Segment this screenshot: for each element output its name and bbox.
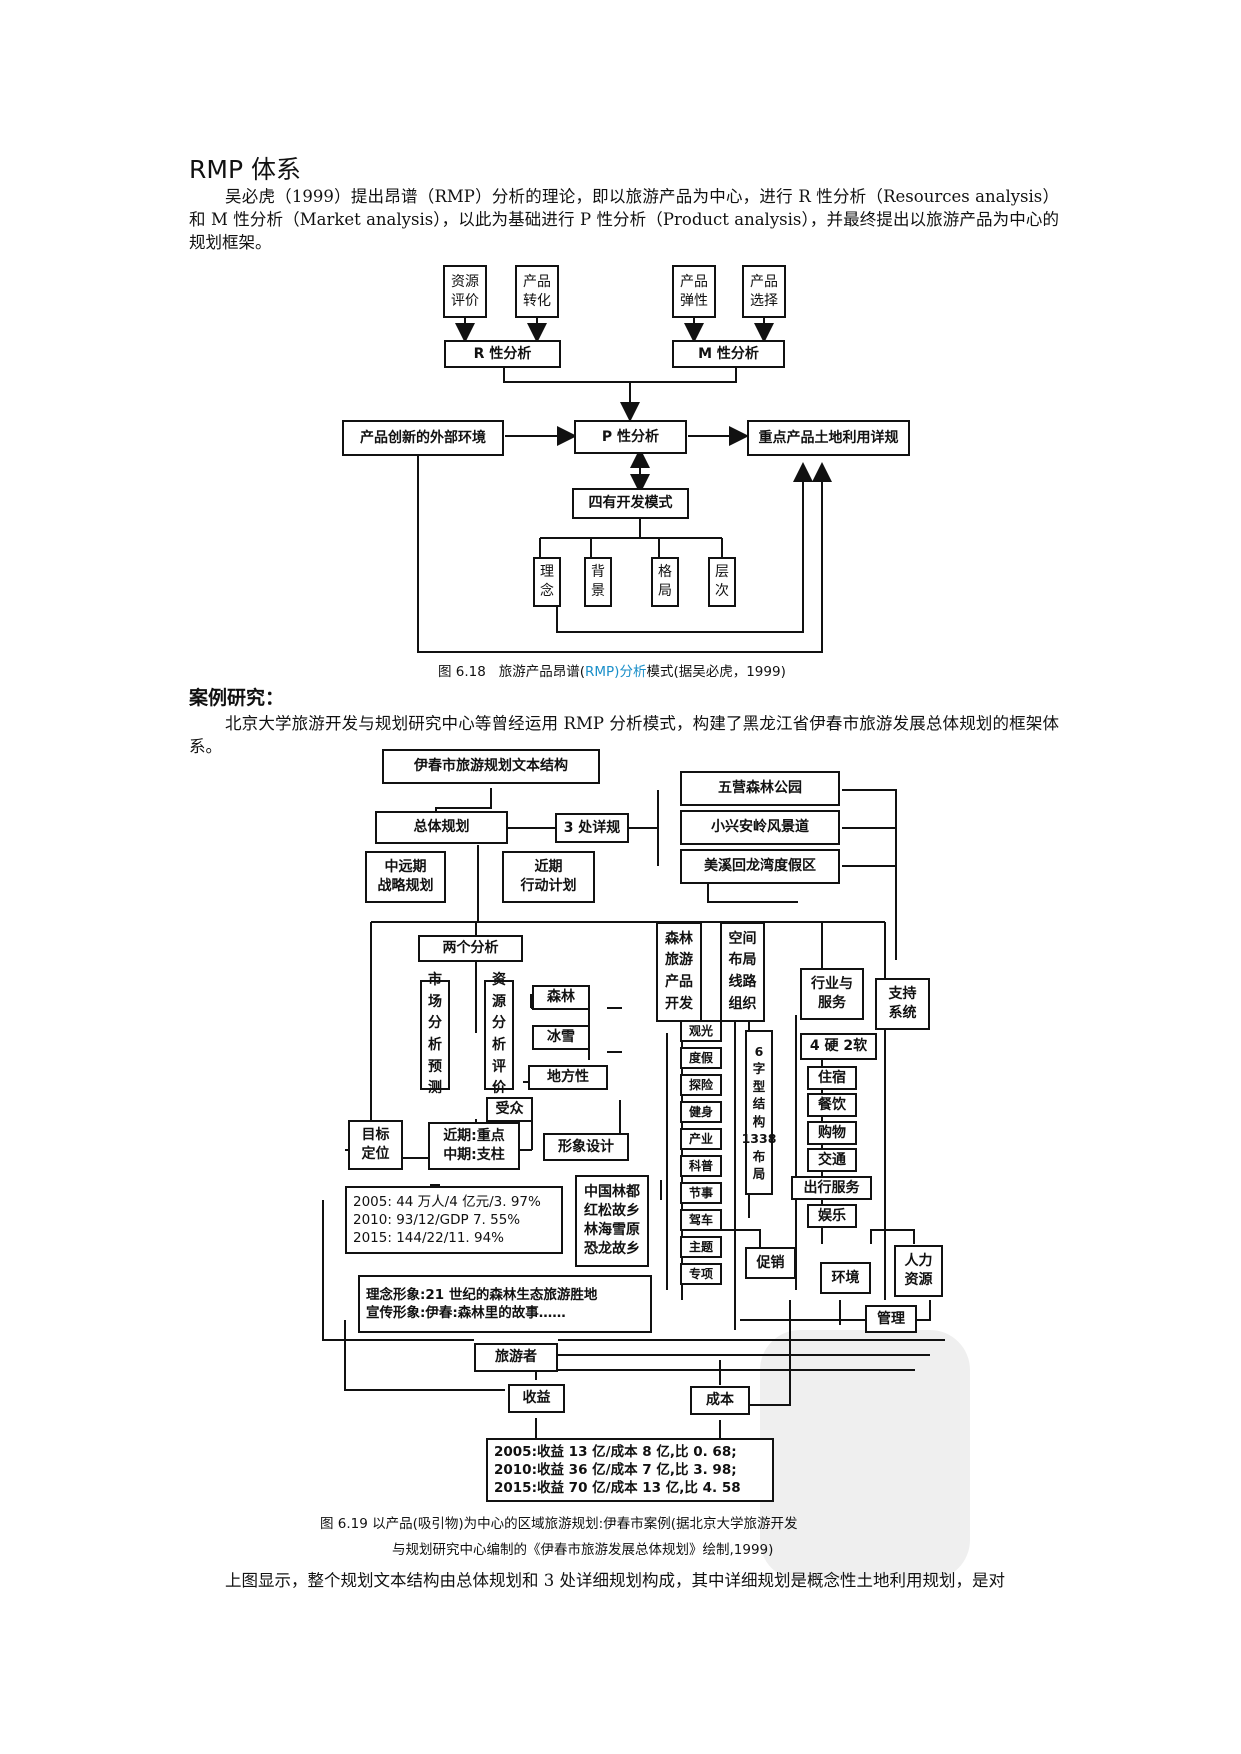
tourist-box: 旅游者 bbox=[474, 1343, 558, 1372]
overall-plan-box: 总体规划 bbox=[375, 811, 508, 844]
key-land-use-box: 重点产品土地利用详规 bbox=[747, 420, 910, 456]
product-item: 观光 bbox=[680, 1020, 722, 1042]
case-heading: 案例研究： bbox=[189, 687, 285, 709]
slogans-box: 中国林都 红松故乡 林海雪原 恐龙故乡 bbox=[575, 1175, 649, 1267]
product-item: 探险 bbox=[680, 1074, 722, 1096]
hard-soft-box: 4 硬 2软 bbox=[800, 1033, 877, 1060]
product-item: 主题 bbox=[680, 1236, 722, 1258]
local-box: 地方性 bbox=[528, 1065, 608, 1090]
meixi-box: 美溪回龙湾度假区 bbox=[680, 849, 840, 884]
target-box: 目标 定位 bbox=[348, 1120, 403, 1170]
product-item: 度假 bbox=[680, 1047, 722, 1069]
idea-box: 理 念 bbox=[533, 557, 561, 607]
detail3-box: 3 处详规 bbox=[555, 813, 629, 843]
root-box: 伊春市旅游规划文本结构 bbox=[382, 749, 600, 784]
res-eval-box: 资源 评价 bbox=[443, 265, 487, 318]
product-item: 专项 bbox=[680, 1263, 722, 1285]
result-box: 2005:收益 13 亿/成本 8 亿,比 0. 68; 2010:收益 36 … bbox=[486, 1438, 774, 1502]
intro-paragraph: 吴必虎（1999）提出昂谱（RMP）分析的理论，即以旅游产品为中心，进行 R 性… bbox=[189, 187, 1059, 252]
near-mid-box: 近期:重点 中期:支柱 bbox=[428, 1122, 520, 1170]
near-term-box: 近期 行动计划 bbox=[502, 851, 595, 903]
human-resource-box: 人力 资源 bbox=[894, 1245, 943, 1297]
service-item: 出行服务 bbox=[791, 1176, 872, 1200]
resource-analysis-box: 资 源 分 析 评 价 bbox=[484, 972, 514, 1096]
product-item: 节事 bbox=[680, 1182, 722, 1204]
cost-box: 成本 bbox=[690, 1386, 750, 1415]
service-item: 购物 bbox=[807, 1121, 857, 1145]
level-box: 层 次 bbox=[708, 557, 736, 607]
background-box: 背 景 bbox=[584, 557, 612, 607]
four-modes-box: 四有开发模式 bbox=[572, 488, 689, 519]
product-item: 健身 bbox=[680, 1101, 722, 1123]
pattern-box: 格 局 bbox=[651, 557, 679, 607]
management-box: 管理 bbox=[865, 1305, 917, 1333]
service-item: 住宿 bbox=[807, 1066, 857, 1090]
figure2-caption-line2: 与规划研究中心编制的《伊春市旅游发展总体规划》绘制,1999) bbox=[392, 1542, 774, 1558]
external-env-box: 产品创新的外部环境 bbox=[342, 420, 504, 456]
caption-highlight: RMP)分析 bbox=[585, 664, 647, 680]
ice-box: 冰雪 bbox=[532, 1025, 590, 1050]
market-analysis-box: 市 场 分 析 预 测 bbox=[420, 972, 450, 1096]
prod-elastic-box: 产品 弹性 bbox=[672, 265, 716, 318]
m-analysis-box: M 性分析 bbox=[672, 340, 785, 368]
p-analysis-box: P 性分析 bbox=[574, 420, 687, 454]
r-analysis-box: R 性分析 bbox=[444, 340, 561, 368]
watermark-stamp bbox=[760, 1330, 970, 1580]
support-system-box: 支持 系统 bbox=[875, 978, 930, 1030]
forest-box: 森林 bbox=[532, 985, 590, 1010]
forest-product-box: 森林 旅游 产品 开发 bbox=[656, 922, 702, 1022]
concept-box: 理念形象:21 世纪的森林生态旅游胜地 宣传形象:伊春:森林里的故事…… bbox=[358, 1275, 652, 1333]
promotion-box: 促销 bbox=[745, 1247, 796, 1279]
prod-select-box: 产品 选择 bbox=[742, 265, 786, 318]
image-design-box: 形象设计 bbox=[543, 1133, 629, 1161]
long-term-box: 中远期 战略规划 bbox=[365, 851, 446, 903]
product-item: 驾车 bbox=[680, 1209, 722, 1231]
bottom-paragraph: 上图显示，整个规划文本结构由总体规划和 3 处详细规划构成，其中详细规划是概念性… bbox=[225, 1571, 1005, 1590]
audience-box: 受众 bbox=[486, 1097, 533, 1122]
industry-service-box: 行业与 服务 bbox=[800, 968, 864, 1020]
six-shape-box: 6 字 型 结 构 1338 布 局 bbox=[742, 1030, 776, 1195]
case-paragraph: 北京大学旅游开发与规划研究中心等曾经运用 RMP 分析模式，构建了黑龙江省伊春市… bbox=[189, 714, 1059, 756]
environment-box: 环境 bbox=[820, 1262, 871, 1294]
service-item: 娱乐 bbox=[807, 1204, 857, 1228]
product-item: 科普 bbox=[680, 1155, 722, 1177]
stats-box: 2005: 44 万人/4 亿元/3. 97% 2010: 93/12/GDP … bbox=[345, 1186, 563, 1254]
xiaoxing-box: 小兴安岭风景道 bbox=[680, 810, 840, 845]
two-analysis-box: 两个分析 bbox=[418, 935, 523, 962]
income-box: 收益 bbox=[508, 1384, 565, 1413]
figure2-caption-line1: 图 6.19 以产品(吸引物)为中心的区域旅游规划:伊春市案例(据北京大学旅游开… bbox=[320, 1516, 798, 1532]
prod-trans-box: 产品 转化 bbox=[515, 265, 559, 318]
service-item: 餐饮 bbox=[807, 1093, 857, 1117]
service-item: 交通 bbox=[807, 1148, 857, 1172]
product-item: 产业 bbox=[680, 1128, 722, 1150]
wuying-box: 五营森林公园 bbox=[680, 771, 840, 806]
figure1-caption: 图 6.18 旅游产品昂谱(RMP)分析模式(据吴必虎，1999) bbox=[438, 664, 786, 680]
section-heading: RMP 体系 bbox=[189, 155, 301, 184]
space-layout-box: 空间 布局 线路 组织 bbox=[720, 922, 765, 1022]
